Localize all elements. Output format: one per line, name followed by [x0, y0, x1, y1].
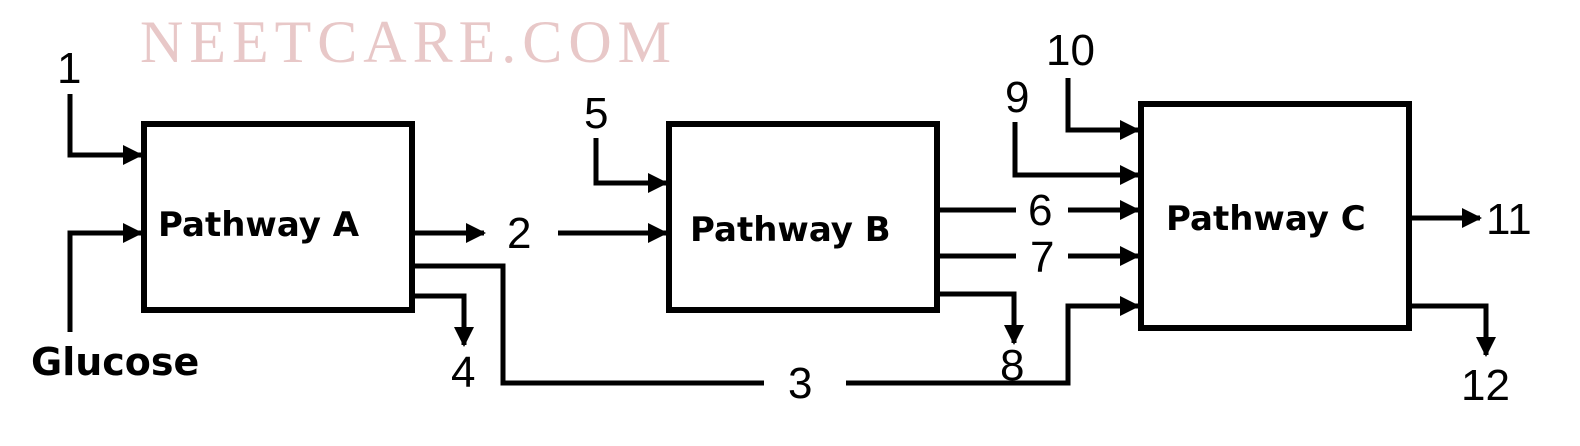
- label-11: 11: [1486, 195, 1532, 244]
- arrow-b-to-8: [937, 291, 1024, 345]
- label-2: 2: [507, 209, 531, 258]
- label-6: 6: [1028, 186, 1052, 235]
- pathway-a-box: [141, 121, 415, 313]
- arrow-9-to-c: [1012, 122, 1140, 185]
- label-12: 12: [1461, 361, 1510, 410]
- pathway-a-label: Pathway A: [158, 205, 360, 245]
- arrow-1-to-a: [67, 94, 143, 165]
- arrow-5-to-b: [593, 138, 668, 193]
- label-10: 10: [1046, 26, 1095, 75]
- pathway-b-label: Pathway B: [690, 210, 891, 250]
- arrow-10-to-c: [1065, 78, 1140, 140]
- label-7: 7: [1030, 233, 1054, 282]
- line-a-to-3: [412, 263, 764, 386]
- label-3: 3: [788, 359, 812, 408]
- arrow-glucose-to-a: [67, 223, 143, 332]
- label-4: 4: [451, 348, 475, 397]
- watermark-text: NEETCARE.COM: [140, 9, 677, 75]
- pathway-b-box: [666, 121, 940, 313]
- label-5: 5: [584, 89, 608, 138]
- arrow-c-to-12: [1409, 303, 1496, 357]
- label-8: 8: [1000, 341, 1024, 390]
- pathway-c-label: Pathway C: [1166, 199, 1366, 239]
- arrow-a-to-4: [412, 293, 474, 347]
- label-1: 1: [57, 44, 81, 93]
- glucose-label: Glucose: [31, 340, 199, 384]
- label-9: 9: [1005, 73, 1029, 122]
- arrow-3-to-c: [846, 296, 1140, 386]
